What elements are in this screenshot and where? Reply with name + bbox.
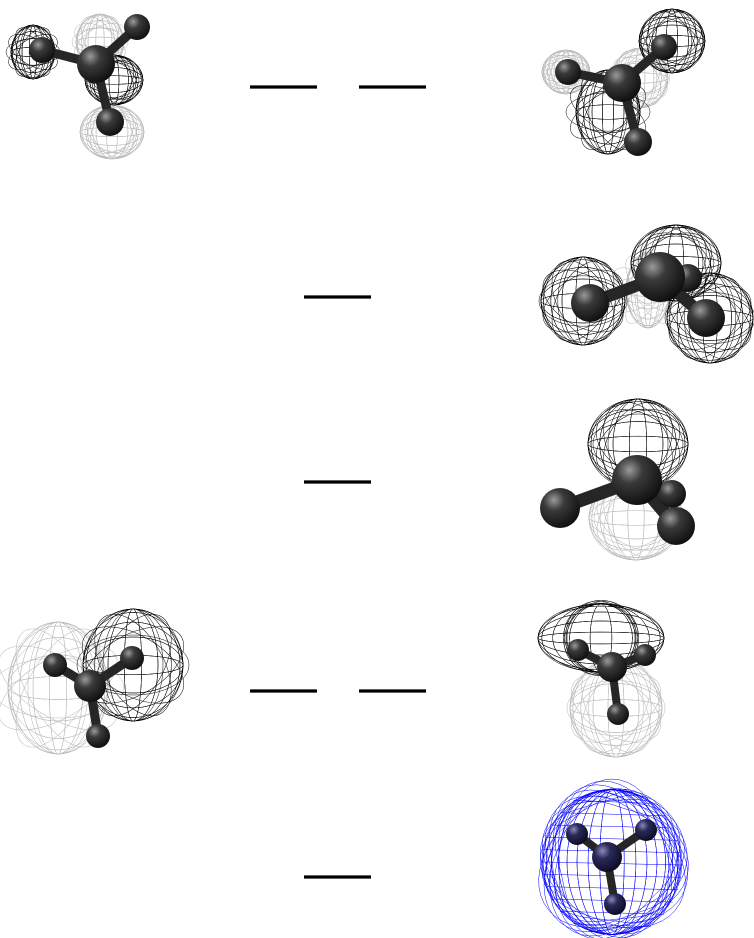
orbital-lobe-mesh (638, 8, 706, 74)
orbital-4-left (0, 608, 190, 755)
energy-levels (250, 85, 426, 879)
orbital-1-left (5, 13, 150, 160)
orbital-2-right (538, 224, 754, 364)
orbital-lobe-mesh (76, 608, 190, 722)
orbital-3-right (540, 398, 695, 561)
orbital-4-right (537, 599, 666, 758)
orbital-1-right (541, 8, 706, 156)
orbital-lobe-mesh (664, 272, 754, 364)
orbital-5-right (538, 778, 689, 938)
